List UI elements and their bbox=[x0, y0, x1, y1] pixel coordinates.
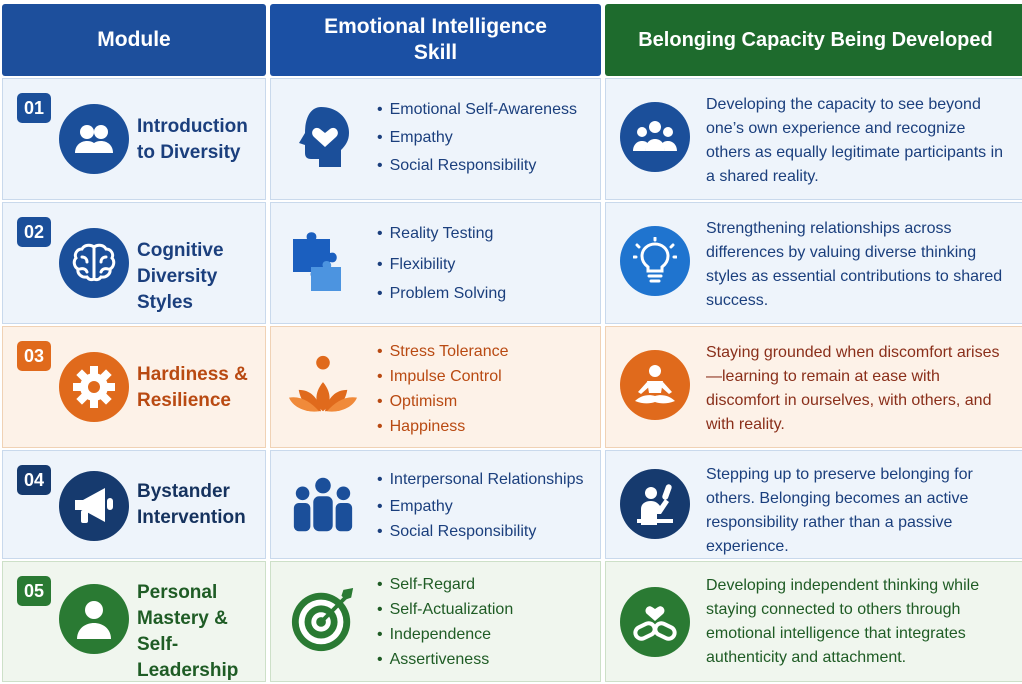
skill-item: Flexibility bbox=[377, 252, 506, 277]
skill-item: Impulse Control bbox=[377, 364, 508, 389]
skill-cell: Self-Regard Self-Actualization Independe… bbox=[270, 561, 601, 682]
skills-list: Interpersonal Relationships Empathy Soci… bbox=[377, 467, 584, 544]
skill-cell: Interpersonal Relationships Empathy Soci… bbox=[270, 450, 601, 559]
head-heart-icon bbox=[289, 103, 357, 171]
skill-cell: Stress Tolerance Impulse Control Optimis… bbox=[270, 326, 601, 448]
skill-item: Interpersonal Relationships bbox=[377, 467, 584, 492]
belonging-text: Strengthening relationships across diffe… bbox=[706, 220, 1003, 309]
module-number: 02 bbox=[17, 217, 51, 247]
module-cell: 03 Hardiness & Resilience bbox=[2, 326, 266, 448]
puzzle-icon bbox=[289, 227, 357, 295]
module-title: Introduction to Diversity bbox=[137, 116, 248, 163]
skill-item: Empathy bbox=[377, 125, 577, 150]
module-cell: 04 Bystander Intervention bbox=[2, 450, 266, 559]
module-number: 04 bbox=[17, 465, 51, 495]
skills-list: Self-Regard Self-Actualization Independe… bbox=[377, 572, 514, 672]
skill-item: Stress Tolerance bbox=[377, 339, 509, 364]
header-module: Module bbox=[2, 4, 266, 76]
skill-item: Self-Regard bbox=[377, 572, 513, 597]
module-number: 03 bbox=[17, 341, 51, 371]
header-skill: Emotional Intelligence Skill bbox=[270, 4, 601, 76]
header-belonging: Belonging Capacity Being Developed bbox=[605, 4, 1022, 76]
module-cell: 05 Personal Mastery & Self-Leadership bbox=[2, 561, 266, 682]
modules-table: Module Emotional Intelligence Skill Belo… bbox=[2, 4, 1022, 682]
raised-hand-icon bbox=[620, 469, 690, 539]
skills-list: Stress Tolerance Impulse Control Optimis… bbox=[377, 339, 509, 439]
skill-item: Happiness bbox=[377, 414, 508, 439]
lotus-person-icon bbox=[289, 351, 357, 419]
skills-list: Reality Testing Flexibility Problem Solv… bbox=[377, 221, 507, 306]
skill-item: Assertiveness bbox=[377, 647, 513, 672]
skill-item: Social Responsibility bbox=[377, 519, 584, 544]
community-icon bbox=[620, 102, 690, 172]
skill-item: Emotional Self-Awareness bbox=[377, 97, 577, 122]
skill-item: Social Responsibility bbox=[377, 153, 577, 178]
module-title: Cognitive Diversity Styles bbox=[137, 240, 224, 313]
belonging-text: Stepping up to preserve belonging for ot… bbox=[706, 466, 973, 555]
skill-item: Independence bbox=[377, 622, 513, 647]
belonging-cell: Strengthening relationships across diffe… bbox=[605, 202, 1022, 324]
lightbulb-icon bbox=[620, 226, 690, 296]
skill-item: Optimism bbox=[377, 389, 508, 414]
belonging-cell: Stepping up to preserve belonging for ot… bbox=[605, 450, 1022, 559]
module-cell: 01 Introduction to Diversity bbox=[2, 78, 266, 200]
target-icon bbox=[289, 586, 357, 654]
skill-item: Empathy bbox=[377, 494, 584, 519]
header-skill-text: Emotional Intelligence Skill bbox=[324, 15, 547, 64]
brain-icon bbox=[59, 228, 129, 298]
module-title: Bystander Intervention bbox=[137, 481, 246, 528]
belonging-cell: Developing independent thinking while st… bbox=[605, 561, 1022, 682]
person-icon bbox=[59, 584, 129, 654]
meditation-icon bbox=[620, 350, 690, 420]
module-title: Personal Mastery & Self-Leadership bbox=[137, 582, 239, 681]
module-cell: 02 Cognitive Diversity Styles bbox=[2, 202, 266, 324]
team-icon bbox=[289, 471, 357, 539]
skill-cell: Emotional Self-Awareness Empathy Social … bbox=[270, 78, 601, 200]
gear-icon bbox=[59, 352, 129, 422]
skill-item: Reality Testing bbox=[377, 221, 506, 246]
heart-link-icon bbox=[620, 587, 690, 657]
belonging-text: Staying grounded when discomfort arises—… bbox=[706, 344, 1000, 433]
belonging-cell: Developing the capacity to see beyond on… bbox=[605, 78, 1022, 200]
skill-item: Problem Solving bbox=[377, 281, 507, 306]
people-group-icon bbox=[59, 104, 129, 174]
skill-item: Self-Actualization bbox=[377, 597, 514, 622]
module-number: 01 bbox=[17, 93, 51, 123]
belonging-cell: Staying grounded when discomfort arises—… bbox=[605, 326, 1022, 448]
megaphone-icon bbox=[59, 471, 129, 541]
belonging-text: Developing the capacity to see beyond on… bbox=[706, 96, 1004, 185]
module-title: Hardiness & Resilience bbox=[137, 364, 248, 411]
module-number: 05 bbox=[17, 576, 51, 606]
belonging-text: Developing independent thinking while st… bbox=[706, 577, 980, 666]
skills-list: Emotional Self-Awareness Empathy Social … bbox=[377, 97, 577, 178]
skill-cell: Reality Testing Flexibility Problem Solv… bbox=[270, 202, 601, 324]
